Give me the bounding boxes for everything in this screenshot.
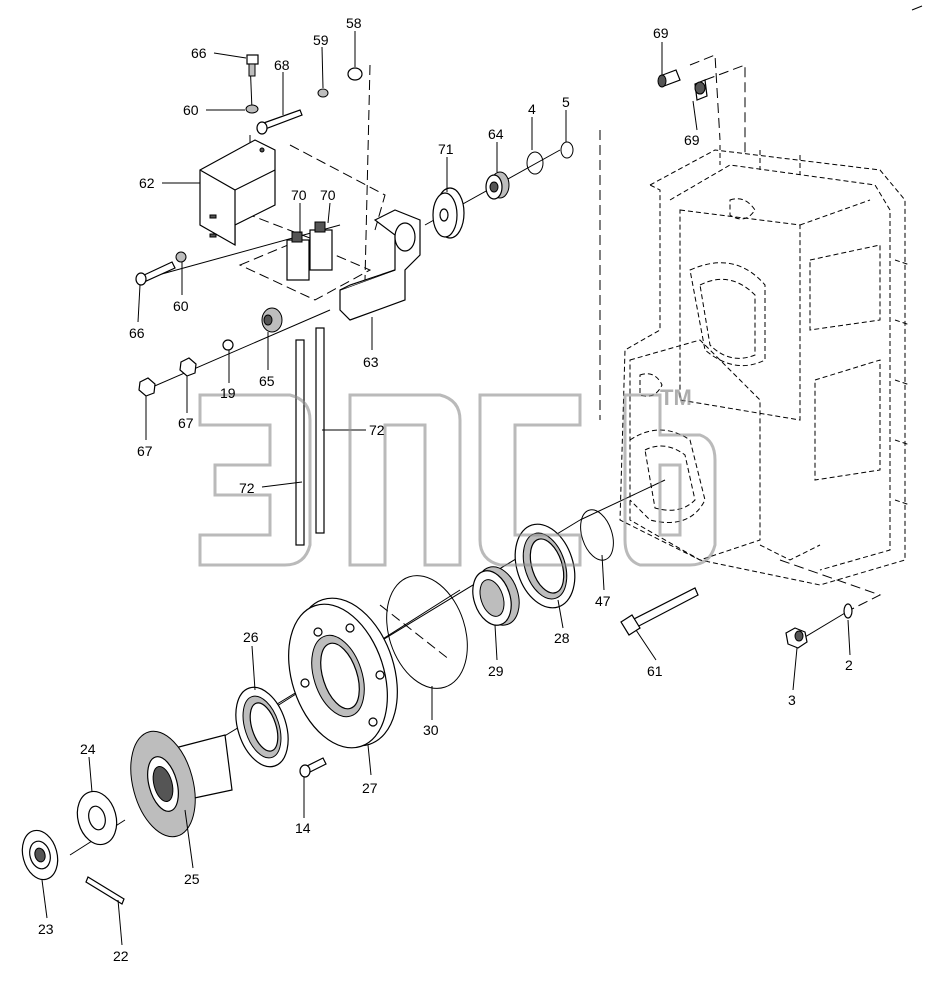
label-67-upper: 67 xyxy=(178,415,194,431)
label-65: 65 xyxy=(259,373,275,389)
label-5: 5 xyxy=(562,94,570,110)
o-ring-47 xyxy=(580,509,614,561)
circlip-5 xyxy=(560,141,574,159)
label-23: 23 xyxy=(38,921,54,937)
label-66-top: 66 xyxy=(191,45,207,61)
yoke-25 xyxy=(130,730,233,838)
label-27: 27 xyxy=(362,780,378,796)
label-60-lower: 60 xyxy=(173,298,189,314)
o-ring-30 xyxy=(386,575,468,689)
bolt-61 xyxy=(620,587,699,636)
leader-lines xyxy=(41,31,851,946)
label-71: 71 xyxy=(438,141,454,157)
label-24: 24 xyxy=(80,741,96,757)
washer-59 xyxy=(317,88,329,98)
switch-70 xyxy=(286,221,333,281)
cover-bracket-62 xyxy=(199,139,276,247)
bearing-cover-27 xyxy=(288,597,398,749)
nut-65 xyxy=(261,307,283,333)
label-2: 2 xyxy=(845,657,853,673)
label-70-b: 70 xyxy=(320,187,336,203)
label-25: 25 xyxy=(184,871,200,887)
label-62: 62 xyxy=(139,175,155,191)
bearing-race-29 xyxy=(472,566,520,626)
washer-24 xyxy=(76,790,118,846)
label-4: 4 xyxy=(528,101,536,117)
watermark-logo: TM xyxy=(198,385,717,567)
part-labels: 66 58 59 68 60 62 70 70 71 64 4 5 69 69 … xyxy=(38,15,853,964)
label-66-lower: 66 xyxy=(129,325,145,341)
label-29: 29 xyxy=(488,663,504,679)
washer-58 xyxy=(347,67,363,81)
screw-66-top xyxy=(246,54,259,77)
label-58: 58 xyxy=(346,15,362,31)
label-69-lower: 69 xyxy=(684,132,700,148)
label-60-top: 60 xyxy=(183,102,199,118)
corner-mark xyxy=(911,5,923,11)
label-69-top: 69 xyxy=(653,25,669,41)
label-68: 68 xyxy=(274,57,290,73)
label-70-a: 70 xyxy=(291,187,307,203)
label-59: 59 xyxy=(313,32,329,48)
label-19: 19 xyxy=(220,385,236,401)
watermark-tm: TM xyxy=(660,385,692,410)
bolt-66-lower xyxy=(135,261,176,286)
label-72-upper: 72 xyxy=(369,422,385,438)
label-72-lower: 72 xyxy=(239,480,255,496)
label-3: 3 xyxy=(788,692,796,708)
bearing-64 xyxy=(485,171,510,200)
circlip-4 xyxy=(526,151,544,175)
label-67-lower: 67 xyxy=(137,443,153,459)
washer-60-lower xyxy=(175,251,187,263)
washer-60-top xyxy=(245,104,259,114)
assembly-lines xyxy=(69,54,882,856)
label-28: 28 xyxy=(554,630,570,646)
plug-3 xyxy=(785,627,808,649)
flange-71 xyxy=(432,187,465,239)
label-22: 22 xyxy=(113,948,129,964)
washer-2 xyxy=(843,603,853,619)
castle-nut-23 xyxy=(21,829,59,881)
label-14: 14 xyxy=(295,820,311,836)
label-63: 63 xyxy=(363,354,379,370)
bolt-68 xyxy=(256,109,303,135)
screw-69 xyxy=(657,69,708,101)
washer-19 xyxy=(222,339,234,351)
label-61: 61 xyxy=(647,663,663,679)
label-64: 64 xyxy=(488,126,504,142)
cotter-pin-22 xyxy=(85,876,125,905)
transmission-housing xyxy=(619,145,911,586)
nut-67 xyxy=(138,357,197,397)
label-30: 30 xyxy=(423,722,439,738)
switch-bracket-63 xyxy=(339,209,421,321)
label-26: 26 xyxy=(243,629,259,645)
label-47: 47 xyxy=(595,593,611,609)
bolt-14 xyxy=(299,757,327,778)
seal-26 xyxy=(235,686,289,768)
